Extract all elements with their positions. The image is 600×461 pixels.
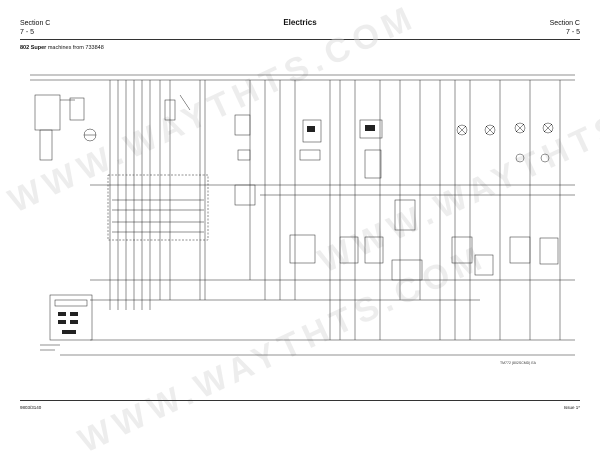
subtitle-text: machines from 733848 <box>46 45 104 51</box>
header-left-section: Section C <box>20 20 51 27</box>
issue-number: Issue 1* <box>563 405 580 410</box>
header-right-page: 7 - 5 <box>565 29 580 36</box>
header-left: Section C 7 - 5 <box>20 19 50 37</box>
wiring-diagram <box>30 74 575 356</box>
header-rule <box>20 39 580 40</box>
document-number: 9803/3140 <box>20 405 42 410</box>
header-right-section: Section C <box>549 20 580 27</box>
footer-rule <box>20 400 580 401</box>
diagram-reference: TM772 (802SCMD) EA <box>500 361 536 365</box>
model-name: 802 Super <box>20 45 47 51</box>
page-title: Electrics <box>283 18 317 27</box>
header-left-page: 7 - 5 <box>20 29 35 36</box>
header-right: Section C 7 - 5 <box>550 19 580 37</box>
diagram-subtitle: 802 Super machines from 733848 <box>20 45 104 51</box>
